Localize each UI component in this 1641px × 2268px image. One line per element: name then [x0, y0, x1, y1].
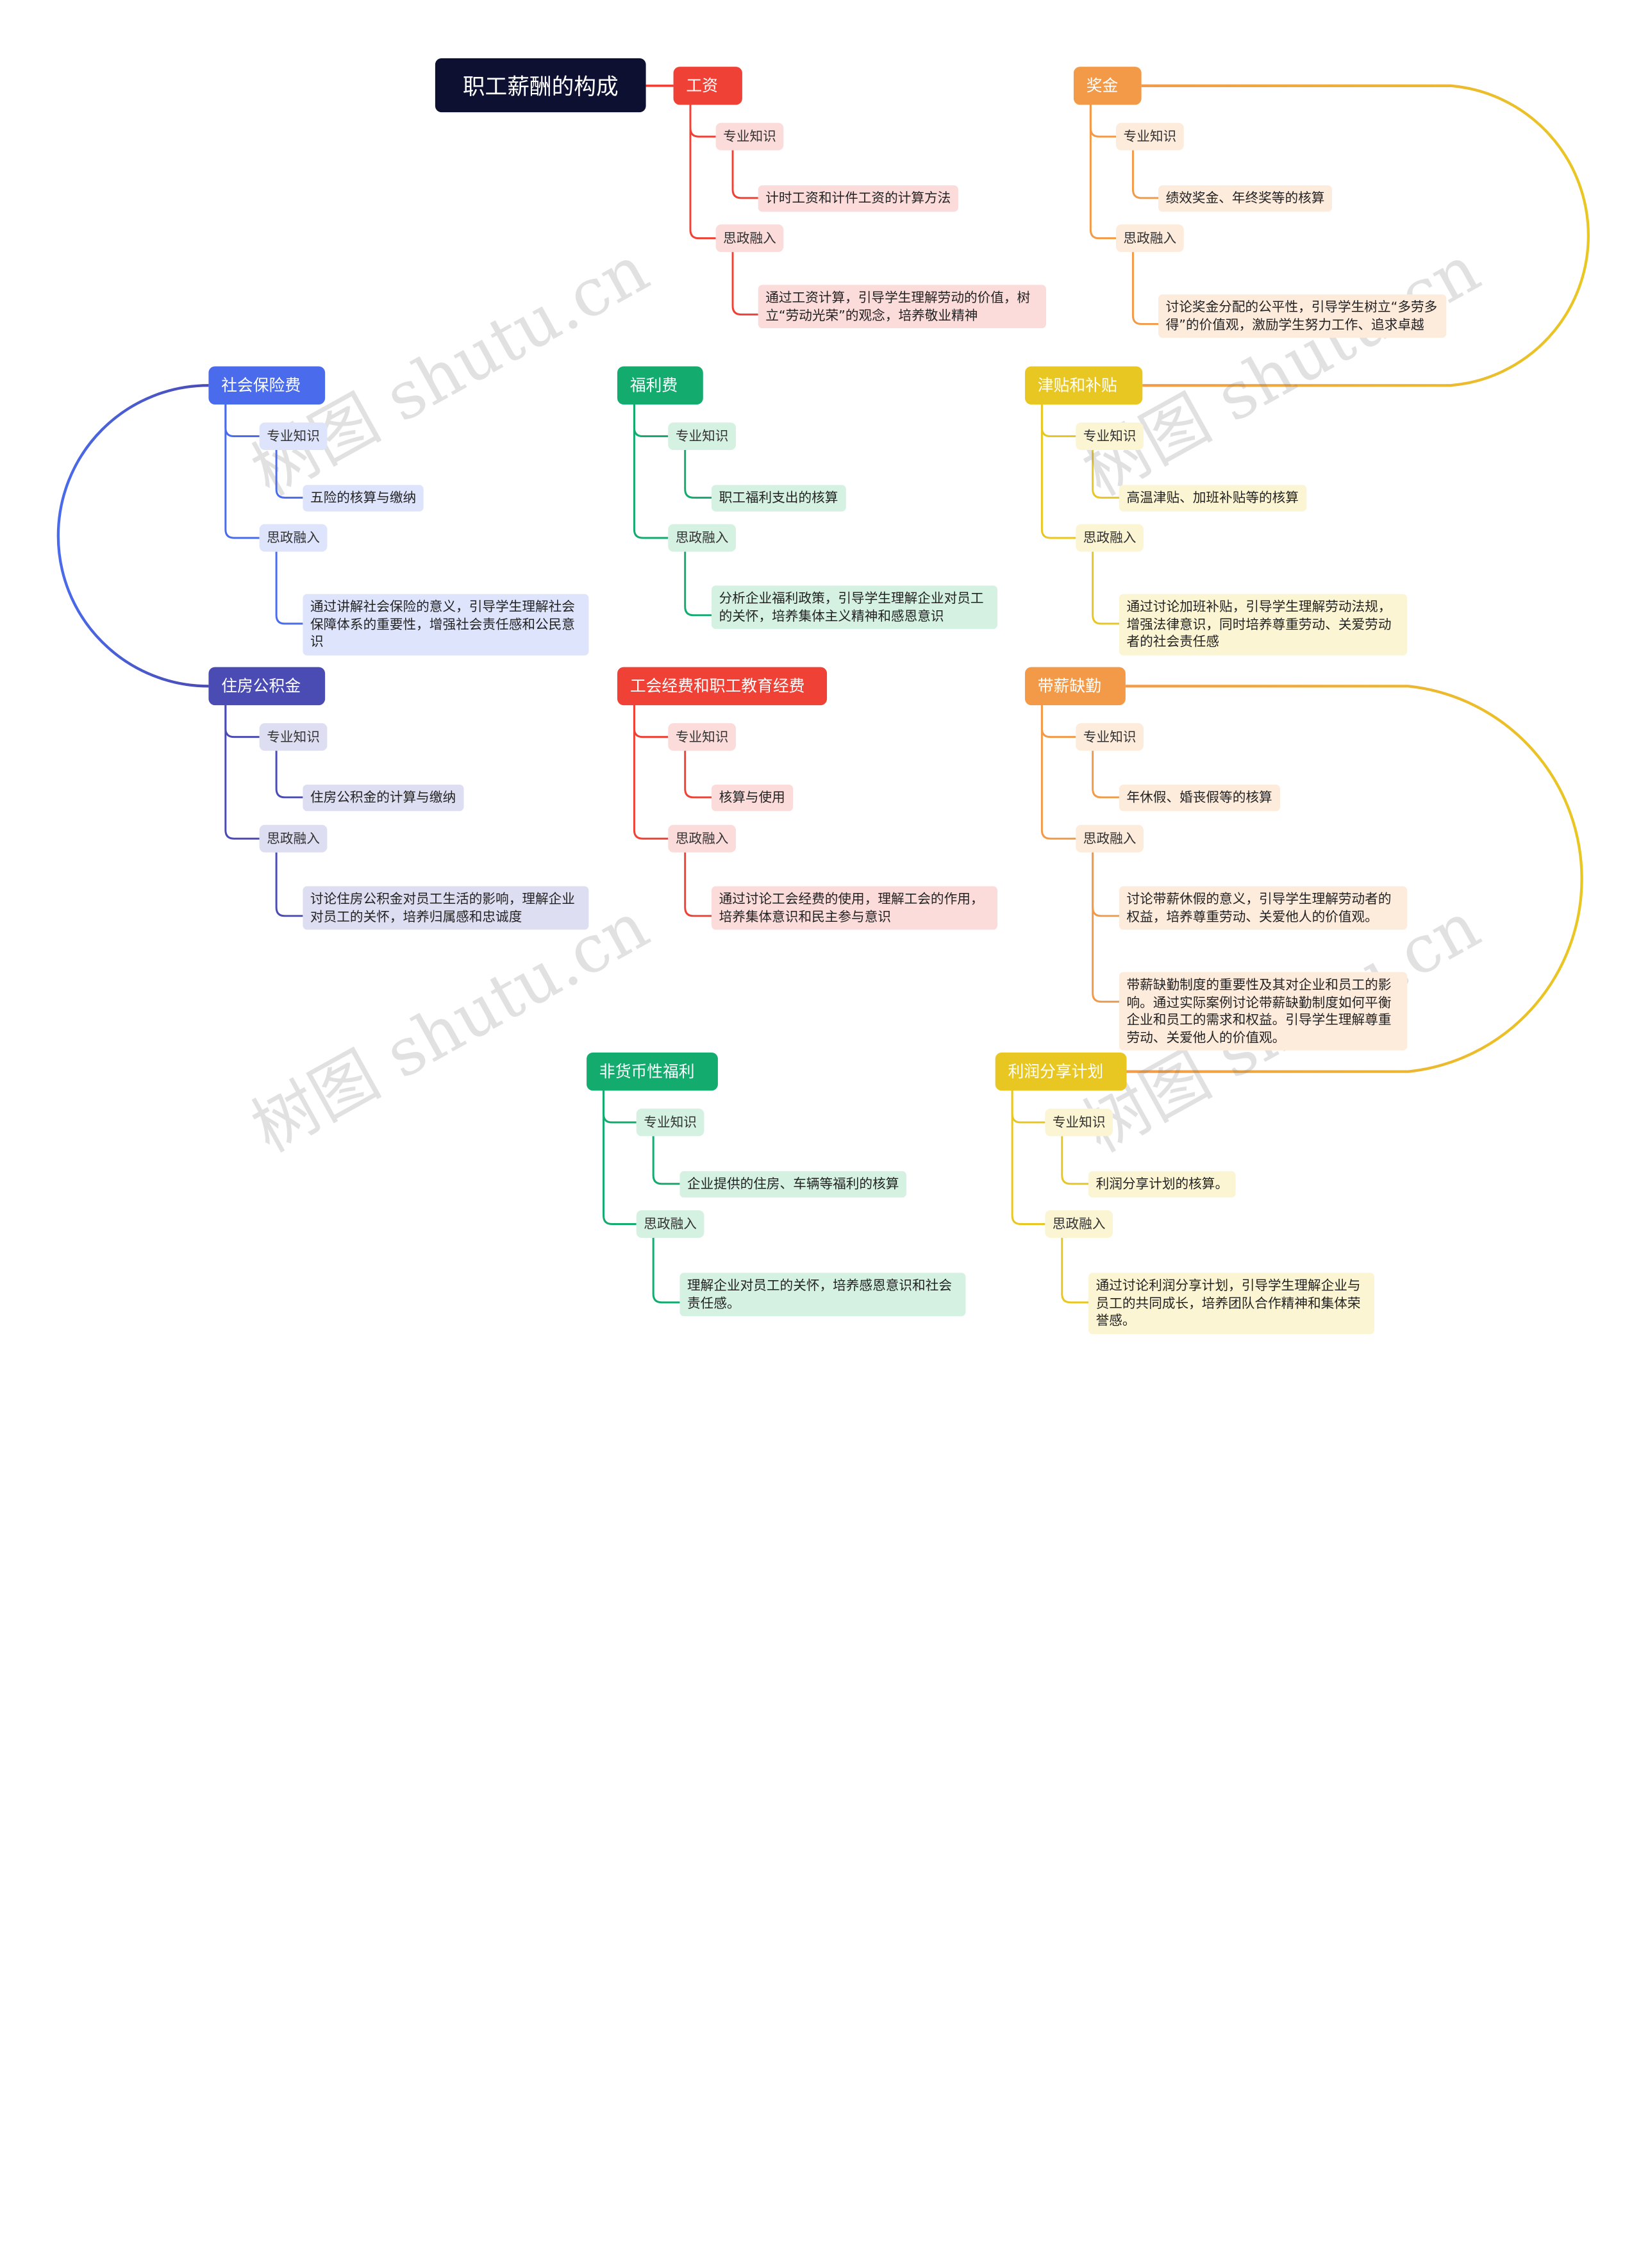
knowledge-label: 专业知识 [259, 723, 328, 751]
knowledge-leaf[interactable]: 企业提供的住房、车辆等福利的核算 [679, 1171, 906, 1197]
topic-profit[interactable]: 利润分享计划 [995, 1052, 1127, 1091]
topic-nonmonetary[interactable]: 非货币性福利 [587, 1052, 718, 1091]
ideology-leaf[interactable]: 通过讲解社会保险的意义，引导学生理解社会保障体系的重要性，增强社会责任感和公民意… [303, 594, 589, 655]
connector-line [224, 705, 260, 840]
connector-line [689, 104, 716, 138]
connector-line [1141, 84, 1590, 387]
connector-line [684, 751, 712, 799]
topic-welfare[interactable]: 福利费 [617, 366, 703, 404]
connector-line [603, 1090, 637, 1225]
connector-line [275, 450, 303, 499]
topic-paidleave[interactable]: 带薪缺勤 [1024, 667, 1126, 706]
knowledge-label: 专业知识 [715, 122, 784, 151]
connector-line [1092, 450, 1119, 499]
connector-line [1131, 252, 1159, 325]
root-topic-title[interactable]: 职工薪酬的构成 [435, 58, 646, 113]
ideology-leaf[interactable]: 通过讨论工会经费的使用，理解工会的作用，培养集体意识和民主参与意识 [712, 886, 997, 930]
ideology-label: 思政融入 [1076, 524, 1144, 552]
ideology-leaf[interactable]: 通过工资计算，引导学生理解劳动的价值，树立“劳动光荣”的观念，培养敬业精神 [758, 285, 1046, 329]
connector-line [275, 551, 303, 625]
knowledge-leaf[interactable]: 高温津贴、加班补贴等的核算 [1119, 485, 1306, 511]
connector-line [633, 705, 669, 840]
knowledge-leaf[interactable]: 绩效奖金、年终奖等的核算 [1158, 185, 1332, 212]
ideology-label: 思政融入 [1045, 1210, 1113, 1238]
connector-line [1092, 852, 1119, 1003]
knowledge-label: 专业知识 [1115, 122, 1184, 151]
ideology-label: 思政融入 [1076, 824, 1144, 853]
topic-bonus[interactable]: 奖金 [1073, 67, 1142, 105]
connector-line [56, 384, 209, 688]
knowledge-leaf[interactable]: 核算与使用 [712, 784, 793, 811]
knowledge-label: 专业知识 [1076, 422, 1144, 451]
connector-line [1089, 104, 1116, 240]
connector-line [652, 1237, 680, 1304]
ideology-leaf[interactable]: 讨论带薪休假的意义，引导学生理解劳动者的权益，培养尊重劳动、关爱他人的价值观。 [1119, 886, 1408, 930]
ideology-label: 思政融入 [259, 524, 328, 552]
connector-line [1011, 1090, 1045, 1124]
knowledge-label: 专业知识 [668, 723, 737, 751]
connector-line [603, 1090, 637, 1124]
topic-housing[interactable]: 住房公积金 [208, 667, 326, 706]
knowledge-leaf[interactable]: 计时工资和计件工资的计算方法 [758, 185, 958, 212]
knowledge-leaf[interactable]: 职工福利支出的核算 [712, 485, 845, 511]
ideology-label: 思政融入 [259, 824, 328, 853]
connector-line [1061, 1237, 1089, 1304]
connector-line [224, 404, 260, 539]
connector-line [1092, 551, 1119, 625]
connector-line [684, 852, 712, 917]
ideology-label: 思政融入 [668, 824, 737, 853]
ideology-leaf[interactable]: 讨论奖金分配的公平性，引导学生树立“多劳多得”的价值观，激励学生努力工作、追求卓… [1158, 294, 1447, 338]
connector-line [224, 705, 260, 738]
ideology-leaf[interactable]: 理解企业对员工的关怀，培养感恩意识和社会责任感。 [679, 1272, 966, 1317]
connector-line [652, 1136, 680, 1185]
knowledge-leaf[interactable]: 五险的核算与缴纳 [303, 485, 424, 511]
knowledge-leaf[interactable]: 年休假、婚丧假等的核算 [1119, 784, 1280, 811]
connector-line [1011, 1090, 1045, 1225]
connector-line [731, 252, 758, 316]
knowledge-leaf[interactable]: 利润分享计划的核算。 [1088, 1171, 1236, 1197]
ideology-leaf[interactable]: 通过讨论加班补贴，引导学生理解劳动法规，增强法律意识，同时培养尊重劳动、关爱劳动… [1119, 594, 1408, 655]
knowledge-label: 专业知识 [1076, 723, 1144, 751]
connector-line [275, 751, 303, 799]
connector-line [1089, 104, 1116, 138]
ideology-label: 思政融入 [715, 224, 784, 253]
connector-line [1040, 705, 1076, 840]
connector-line [224, 404, 260, 438]
connector-line [684, 551, 712, 617]
connector-line [689, 104, 716, 240]
connector-line [731, 150, 758, 199]
ideology-label: 思政融入 [668, 524, 737, 552]
knowledge-label: 专业知识 [1045, 1108, 1113, 1137]
ideology-leaf[interactable]: 通过讨论利润分享计划，引导学生理解企业与员工的共同成长，培养团队合作精神和集体荣… [1088, 1272, 1375, 1334]
connector-lines [56, 84, 1590, 1304]
connector-line [633, 404, 669, 438]
topic-union[interactable]: 工会经费和职工教育经费 [617, 667, 828, 706]
knowledge-leaf[interactable]: 住房公积金的计算与缴纳 [303, 784, 463, 811]
ideology-leaf[interactable]: 讨论住房公积金对员工生活的影响，理解企业对员工的关怀，培养归属感和忠诚度 [303, 886, 589, 930]
connector-line [1040, 705, 1076, 738]
connector-line [1125, 685, 1583, 1073]
connector-line [1092, 852, 1119, 917]
topic-wage[interactable]: 工资 [673, 67, 742, 105]
ideology-leaf[interactable]: 分析企业福利政策，引导学生理解企业对员工的关怀，培养集体主义精神和感恩意识 [712, 585, 997, 630]
topic-allowance[interactable]: 津贴和补贴 [1024, 366, 1143, 404]
connector-line [1040, 404, 1076, 438]
knowledge-label: 专业知识 [259, 422, 328, 451]
ideology-leaf[interactable]: 带薪缺勤制度的重要性及其对企业和员工的影响。通过实际案例讨论带薪缺勤制度如何平衡… [1119, 972, 1408, 1051]
connector-line [1131, 150, 1159, 199]
ideology-label: 思政融入 [1115, 224, 1184, 253]
connector-line [275, 852, 303, 917]
connector-line [633, 705, 669, 738]
connector-line [1061, 1136, 1089, 1185]
connector-line [633, 404, 669, 539]
ideology-label: 思政融入 [636, 1210, 704, 1238]
knowledge-label: 专业知识 [636, 1108, 704, 1137]
connector-line [1040, 404, 1076, 539]
connector-line [684, 450, 712, 499]
topic-social[interactable]: 社会保险费 [208, 366, 326, 404]
connector-line [1092, 751, 1119, 799]
knowledge-label: 专业知识 [668, 422, 737, 451]
